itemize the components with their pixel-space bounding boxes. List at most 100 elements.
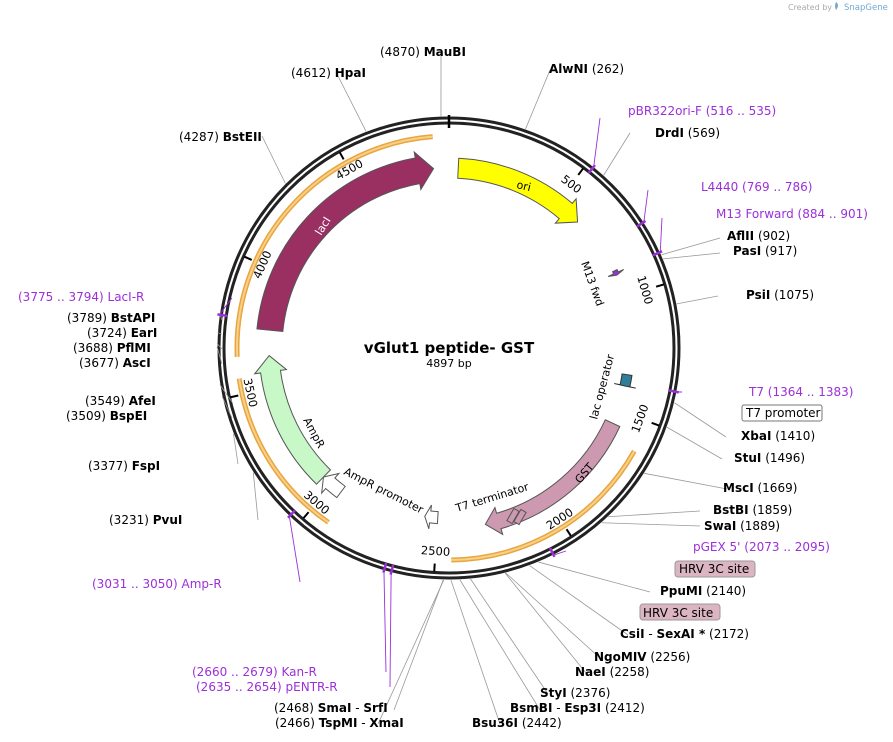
site-label: (3789) BstAPI bbox=[67, 311, 155, 325]
tick-label: 2500 bbox=[420, 543, 450, 559]
site-label: (3549) AfeI bbox=[85, 394, 156, 408]
site-leader-line bbox=[221, 396, 233, 419]
site-leader-line bbox=[538, 561, 651, 593]
primer-leader-line bbox=[219, 297, 233, 315]
t7-promoter-label: T7 promoter bbox=[745, 406, 821, 420]
t7-promoter-box bbox=[741, 404, 823, 422]
primer-leader-line bbox=[288, 516, 301, 583]
primer-leader-line bbox=[643, 189, 649, 223]
site-label: (4287) BstEII bbox=[179, 130, 262, 144]
primer-label: pGEX 5' (2073 .. 2095) bbox=[693, 540, 830, 554]
plasmid-name: vGlut1 peptide- GST bbox=[364, 339, 535, 357]
site-labels: (4870) MauBI(4612) HpaI(4287) BstEIIAlwN… bbox=[18, 45, 868, 730]
primer-mark bbox=[548, 547, 556, 558]
lac-operator-feature bbox=[614, 373, 636, 389]
primer-label: L4440 (769 .. 786) bbox=[701, 180, 812, 194]
tick-mark bbox=[338, 151, 345, 160]
m13-fwd-feature bbox=[607, 268, 624, 277]
m13-fwd-label: M13 fwd bbox=[578, 260, 606, 308]
site-leader-line bbox=[676, 295, 719, 305]
tick-mark bbox=[433, 563, 436, 572]
site-leader-line bbox=[219, 384, 233, 403]
site-leader-line bbox=[674, 402, 727, 438]
site-label: (2468) SmaI - SrfI bbox=[274, 701, 388, 715]
primer-mark bbox=[382, 562, 388, 573]
brand-name: SnapGene bbox=[844, 3, 888, 13]
site-leader-line bbox=[470, 578, 549, 695]
site-leader-line bbox=[216, 343, 223, 350]
site-leader-line bbox=[505, 572, 601, 659]
t7-terminator-feature bbox=[424, 504, 439, 530]
tick-mark bbox=[651, 421, 660, 427]
primer-leader-line bbox=[383, 570, 387, 673]
hrv-site-box-2 bbox=[639, 603, 721, 621]
site-leader-line bbox=[603, 132, 631, 176]
site-leader-line bbox=[233, 433, 239, 465]
tick-label: 1500 bbox=[628, 402, 651, 434]
hrv-site-mark-1 bbox=[506, 507, 520, 525]
primer-label: (3775 .. 3794) LacI-R bbox=[18, 290, 144, 304]
primer-mark bbox=[389, 564, 395, 575]
tick-label: 1000 bbox=[634, 274, 656, 306]
site-leader-line bbox=[608, 510, 701, 518]
site-label: PpuMI (2140) bbox=[660, 584, 746, 598]
site-label: (2466) TspMI - XmaI bbox=[275, 716, 404, 730]
primer-mark bbox=[636, 219, 647, 228]
tick-mark bbox=[655, 283, 665, 288]
site-leader-line bbox=[529, 565, 629, 636]
site-label: (3509) BspEI bbox=[66, 409, 147, 423]
site-label: (4870) MauBI bbox=[380, 45, 466, 59]
site-label: MscI (1669) bbox=[723, 481, 797, 495]
ori-label: ori bbox=[515, 178, 532, 194]
site-label: StuI (1496) bbox=[734, 451, 805, 465]
primer-leader-line bbox=[659, 217, 663, 253]
site-leader-line bbox=[261, 135, 286, 184]
site-label: SwaI (1889) bbox=[704, 519, 780, 533]
site-label: AlwNI (262) bbox=[549, 62, 624, 76]
primer-mark bbox=[217, 313, 228, 318]
hrv-site-label-2: HRV 3C site bbox=[643, 606, 713, 620]
tick-mark bbox=[244, 255, 253, 261]
tick-mark bbox=[577, 167, 584, 176]
gst-feature bbox=[484, 419, 621, 536]
primer-mark bbox=[668, 389, 679, 394]
orf-arcs bbox=[234, 134, 637, 563]
site-label: BstBI (1859) bbox=[713, 503, 792, 517]
ampr-promoter-label: AmpR promoter bbox=[342, 465, 426, 516]
primer-label: (2660 .. 2679) Kan-R bbox=[192, 665, 317, 679]
site-label: XbaI (1410) bbox=[741, 429, 815, 443]
site-leader-line bbox=[666, 426, 723, 460]
primer-mark bbox=[587, 164, 596, 174]
primer-label: M13 Forward (884 .. 901) bbox=[716, 207, 868, 221]
site-leader-line bbox=[217, 332, 223, 335]
site-leader-line bbox=[377, 579, 445, 725]
site-label: StyI (2376) bbox=[540, 686, 610, 700]
site-label: PasI (917) bbox=[733, 244, 797, 258]
laci-feature bbox=[256, 150, 435, 333]
site-label: AflII (902) bbox=[727, 229, 790, 243]
site-label: Bsu36I (2442) bbox=[472, 716, 562, 730]
site-leader-line bbox=[525, 69, 551, 130]
tick-mark bbox=[565, 528, 572, 537]
hrv-site-box-1 bbox=[674, 560, 756, 578]
site-leader-line bbox=[644, 472, 728, 490]
ampr-feature bbox=[253, 354, 332, 485]
site-leader-line bbox=[663, 252, 721, 260]
primer-label: T7 (1364 .. 1383) bbox=[748, 385, 853, 399]
site-label: (3724) EarI bbox=[87, 326, 157, 340]
site-label: CsiI - SexAI * (2172) bbox=[620, 627, 749, 641]
site-label: (3688) PflMI bbox=[73, 341, 151, 355]
ori-feature bbox=[457, 157, 579, 224]
site-label: BsmBI - Esp3I (2412) bbox=[510, 701, 645, 715]
primer-leader-line bbox=[389, 572, 392, 688]
primer-leader-line bbox=[553, 550, 567, 556]
site-leader-line bbox=[252, 472, 259, 521]
site-leader-line bbox=[601, 522, 701, 527]
primer-label: pBR322ori-F (516 .. 535) bbox=[628, 104, 776, 118]
site-leader-line bbox=[216, 346, 223, 365]
lac-operator-label: lac operator bbox=[587, 353, 617, 421]
hrv-site-mark-2 bbox=[513, 508, 527, 526]
plasmid-size: 4897 bp bbox=[426, 357, 471, 370]
tick-mark bbox=[230, 394, 239, 399]
